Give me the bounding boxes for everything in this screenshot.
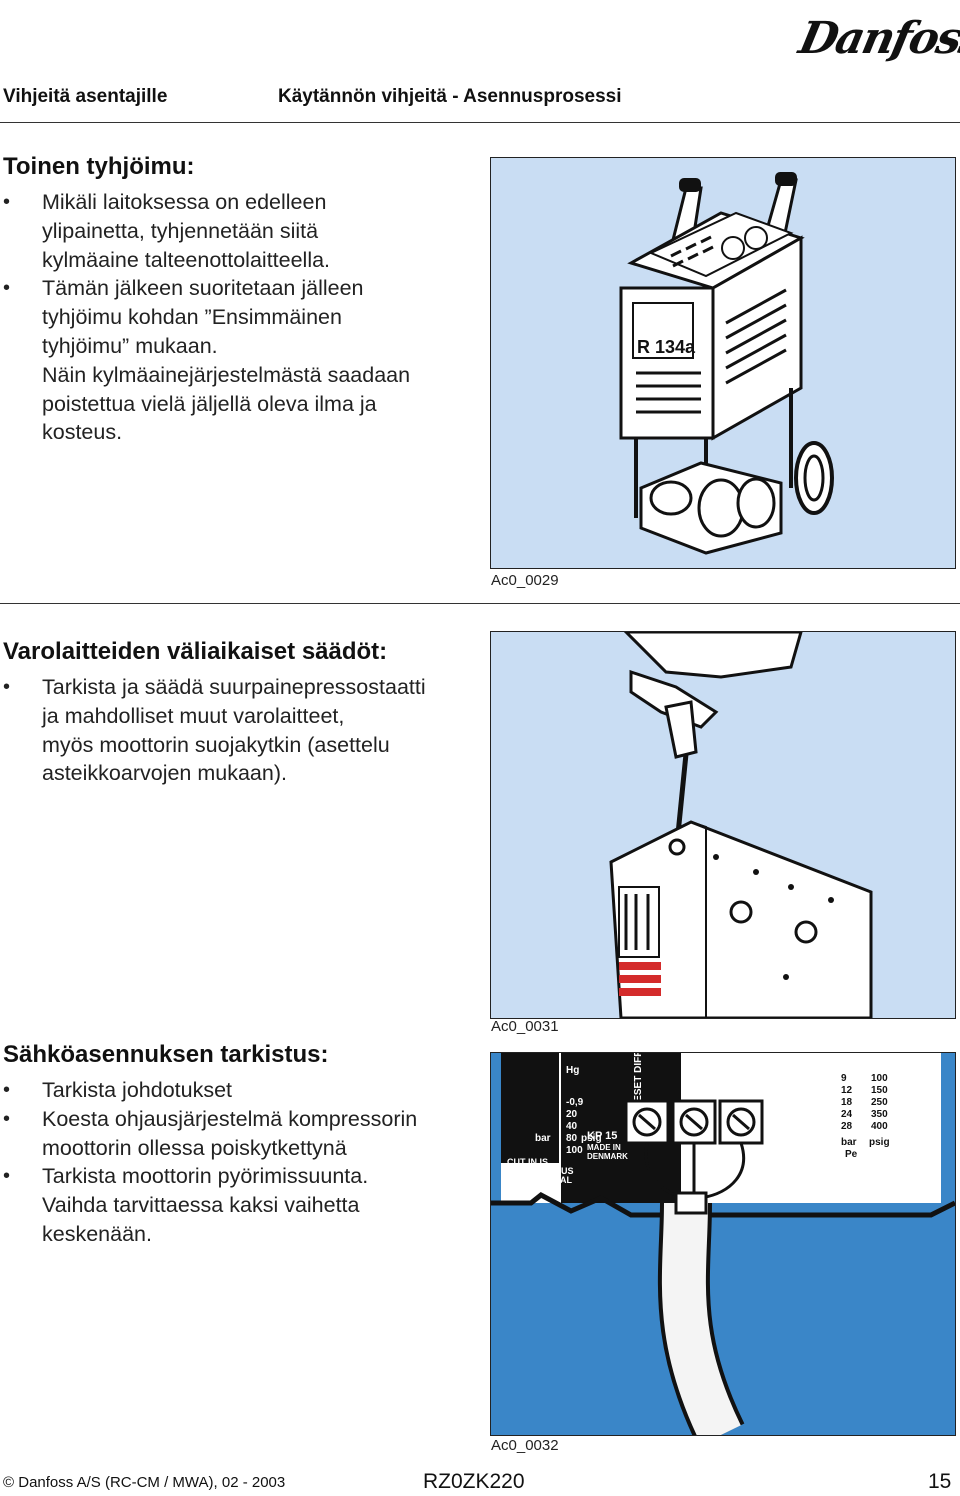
line: tyhjöimu kohdan ”Ensimmäinen <box>42 305 342 330</box>
line: kosteus. <box>42 420 123 445</box>
figure-label: Ac0_0031 <box>491 1018 559 1035</box>
footer-document-code: RZ0ZK220 <box>423 1470 525 1493</box>
bullet-icon: • <box>3 1107 11 1130</box>
country-text: DENMARK <box>587 1152 628 1161</box>
section-title: Toinen tyhjöimu: <box>3 153 195 180</box>
line: Mikäli laitoksessa on edelleen <box>42 190 327 214</box>
figure-label: Ac0_0032 <box>491 1437 559 1454</box>
footer-page-number: 15 <box>928 1470 952 1493</box>
section-title: Sähköasennuksen tarkistus: <box>3 1041 329 1068</box>
list-item: • Tämän jälkeen suoritetaan jälleen tyhj… <box>3 274 473 360</box>
unit-label: bar <box>841 1137 857 1148</box>
line: Koesta ohjausjärjestelmä kompressorin <box>42 1106 418 1131</box>
list-item: • Mikäli laitoksessa on edelleen ylipain… <box>3 188 473 274</box>
made-in-text: MADE IN <box>587 1143 621 1152</box>
unit-label: psig <box>581 1133 602 1144</box>
kp-model: KP 15 <box>587 1130 617 1142</box>
line: ja mahdolliset muut varolaitteet, <box>42 703 345 728</box>
figure-label: Ac0_0029 <box>491 572 559 589</box>
figure-pressure-switch-adjustment <box>490 631 956 1019</box>
scale-label: 28 <box>841 1121 853 1132</box>
header-divider <box>0 122 960 123</box>
line: moottorin ollessa poiskytkettynä <box>42 1135 347 1160</box>
scale-label: 40 <box>566 1121 578 1132</box>
bullet-icon: • <box>3 277 11 300</box>
scale-label: 100 <box>566 1145 583 1156</box>
line: tyhjöimu” mukaan. <box>42 333 218 358</box>
bullet-icon: • <box>3 1079 11 1101</box>
scale-label: 18 <box>841 1097 853 1108</box>
scale-label: 12 <box>841 1085 853 1096</box>
logo-text: Danfoss <box>794 13 960 64</box>
continuation-text: Näin kylmäainejärjestelmästä saadaan poi… <box>3 361 473 447</box>
bullet-icon: • <box>3 676 11 698</box>
scale-label: 100 <box>871 1073 888 1084</box>
figure-wiring: -0,9 20 40 80 100 Hg bar psig RESET DIFF… <box>490 1052 956 1436</box>
section-electrical-check: Sähköasennuksen tarkistus: • Tarkista jo… <box>3 1040 473 1249</box>
wiring-illustration: -0,9 20 40 80 100 Hg bar psig RESET DIFF… <box>491 1053 955 1435</box>
line: ylipainetta, tyhjennetään siitä <box>42 218 319 243</box>
line: Näin kylmäainejärjestelmästä saadaan <box>42 362 411 387</box>
continuation-text: Vaihda tarvittaessa kaksi vaihetta keske… <box>3 1191 473 1249</box>
bullet-icon: • <box>3 191 11 213</box>
reset-text: RESET DIFF: 0.7 bar <box>633 1053 644 1109</box>
copyright-icon: © <box>3 1474 15 1491</box>
line: myös moottorin suojakytkin (asettelu <box>42 732 390 757</box>
list-item: • Tarkista ja säädä suurpainepressostaat… <box>3 673 473 788</box>
line: Tarkista ja säädä suurpainepressostaatti <box>42 675 426 699</box>
cut-in-text: CUT IN IS <box>507 1157 548 1167</box>
scale-label: -0,9 <box>566 1097 584 1108</box>
bullet-list: • Tarkista johdotukset • Koesta ohjausjä… <box>3 1076 473 1191</box>
footer-text: Danfoss A/S (RC-CM / MWA), 02 - 2003 <box>18 1474 286 1491</box>
figure-recovery-unit: R 134a <box>490 157 956 569</box>
list-item: • Tarkista moottorin pyörimissuunta. <box>3 1162 473 1191</box>
danfoss-logo: Danfoss <box>795 10 960 68</box>
differential-text: DIFFERENTIAL <box>507 1175 572 1185</box>
line: asteikkoarvojen mukaan). <box>42 761 287 786</box>
unit-label: psig <box>869 1137 890 1148</box>
section-second-vacuum: Toinen tyhjöimu: • Mikäli laitoksessa on… <box>3 152 473 447</box>
bullet-icon: • <box>3 1165 11 1188</box>
header-page-title: Käytännön vihjeitä - Asennusprosessi <box>278 86 622 107</box>
section-safety-settings: Varolaitteiden väliaikaiset säädöt: • Ta… <box>3 637 473 788</box>
footer-copyright: © Danfoss A/S (RC-CM / MWA), 02 - 2003 <box>3 1474 285 1491</box>
screwdriver-illustration <box>609 632 873 1018</box>
refrigerant-label: R 134a <box>637 337 696 357</box>
scale-label: 80 <box>566 1133 578 1144</box>
line: Tarkista moottorin pyörimissuunta. <box>42 1164 369 1189</box>
unit-label: bar <box>535 1133 551 1144</box>
line: Vaihda tarvittaessa kaksi vaihetta <box>42 1193 360 1218</box>
line: kylmäaine talteenottolaitteella. <box>42 247 331 272</box>
unit-label: Pe <box>845 1149 858 1160</box>
header-section-title: Vihjeitä asentajille <box>3 86 168 107</box>
section-title: Varolaitteiden väliaikaiset säädöt: <box>3 638 388 665</box>
unit-label: Hg <box>566 1065 579 1076</box>
cut-out-text: CUT OUT PLUS <box>507 1166 574 1176</box>
scale-label: 250 <box>871 1097 888 1108</box>
scale-label: 350 <box>871 1109 888 1120</box>
line: poistettua vielä jäljellä oleva ilma ja <box>42 391 377 416</box>
line: Tämän jälkeen suoritetaan jälleen <box>42 276 364 301</box>
scale-label: 400 <box>871 1121 888 1132</box>
scale-label: 9 <box>841 1073 847 1084</box>
line: keskenään. <box>42 1221 152 1246</box>
section-divider <box>0 603 960 604</box>
list-item: • Tarkista johdotukset <box>3 1076 473 1105</box>
bullet-list: • Tarkista ja säädä suurpainepressostaat… <box>3 673 473 788</box>
recovery-unit-illustration: R 134a <box>619 172 834 555</box>
bullet-list: • Mikäli laitoksessa on edelleen ylipain… <box>3 188 473 361</box>
scale-label: 20 <box>566 1109 578 1120</box>
line: Tarkista johdotukset <box>42 1078 233 1102</box>
scale-label: 24 <box>841 1109 853 1120</box>
scale-label: 150 <box>871 1085 888 1096</box>
list-item: • Koesta ohjausjärjestelmä kompressorin … <box>3 1105 473 1163</box>
